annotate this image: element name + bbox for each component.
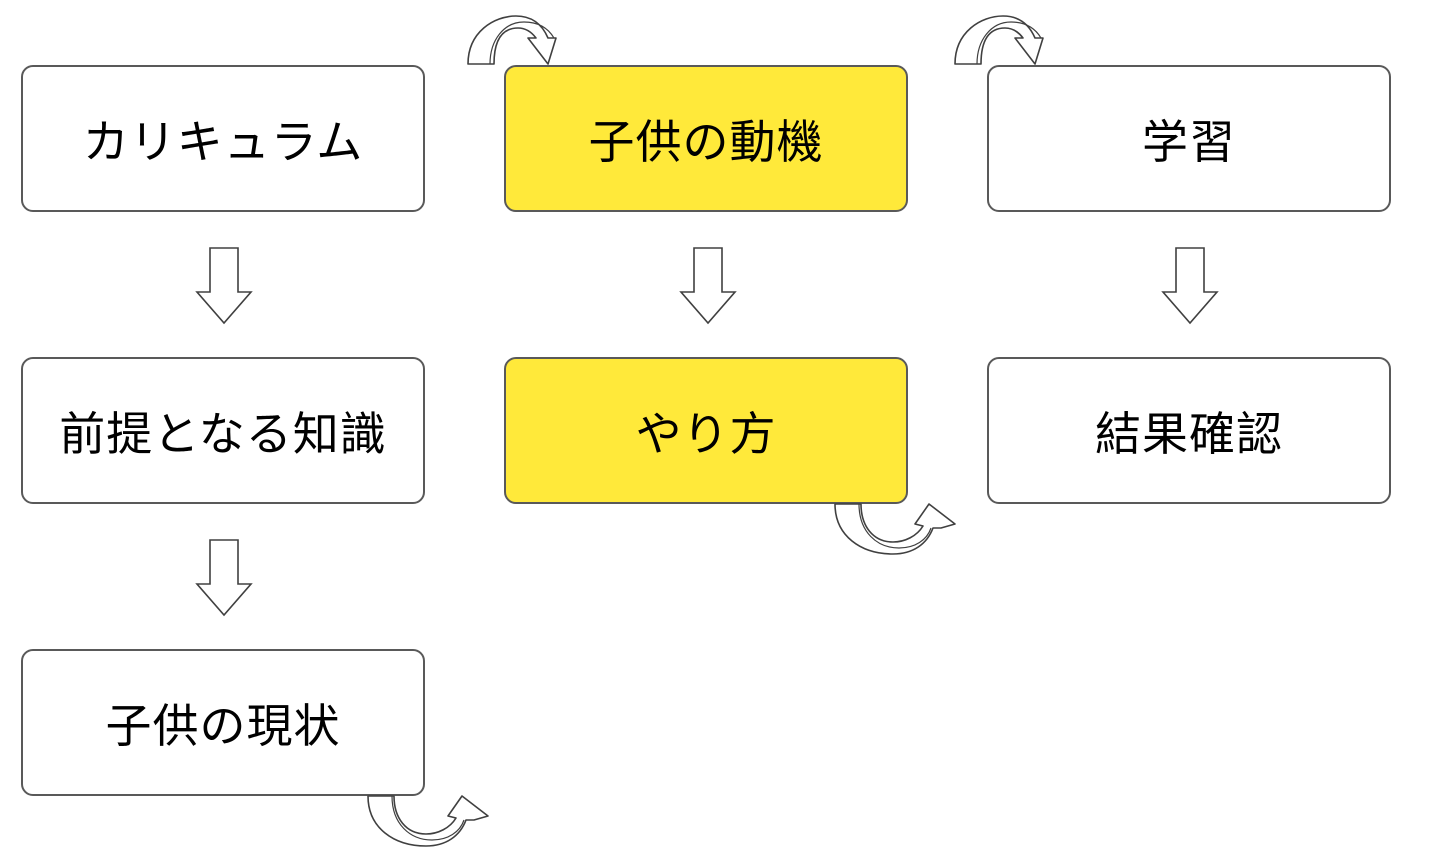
- node-learning-label: 学習: [1142, 114, 1236, 169]
- node-child-current-state: 子供の現状: [21, 649, 425, 796]
- node-child-motivation: 子供の動機: [504, 65, 908, 212]
- down-arrow-icon: [195, 247, 253, 325]
- node-result-check: 結果確認: [987, 357, 1391, 504]
- down-arrow-icon: [1161, 247, 1219, 325]
- node-child-motivation-label: 子供の動機: [588, 114, 824, 169]
- node-child-current-state-label: 子供の現状: [105, 698, 341, 753]
- node-learning: 学習: [987, 65, 1391, 212]
- node-result-check-label: 結果確認: [1095, 406, 1283, 461]
- node-method-label: やり方: [635, 406, 777, 461]
- curved-arrow-icon: [366, 794, 489, 848]
- curved-arrow-icon: [466, 14, 578, 68]
- node-curriculum: カリキュラム: [21, 65, 425, 212]
- node-method: やり方: [504, 357, 908, 504]
- node-prerequisite-knowledge: 前提となる知識: [21, 357, 425, 504]
- node-prerequisite-knowledge-label: 前提となる知識: [59, 406, 387, 461]
- down-arrow-icon: [195, 539, 253, 617]
- node-curriculum-label: カリキュラム: [82, 114, 364, 169]
- down-arrow-icon: [679, 247, 737, 325]
- curved-arrow-icon: [833, 502, 956, 556]
- curved-arrow-icon: [953, 14, 1065, 68]
